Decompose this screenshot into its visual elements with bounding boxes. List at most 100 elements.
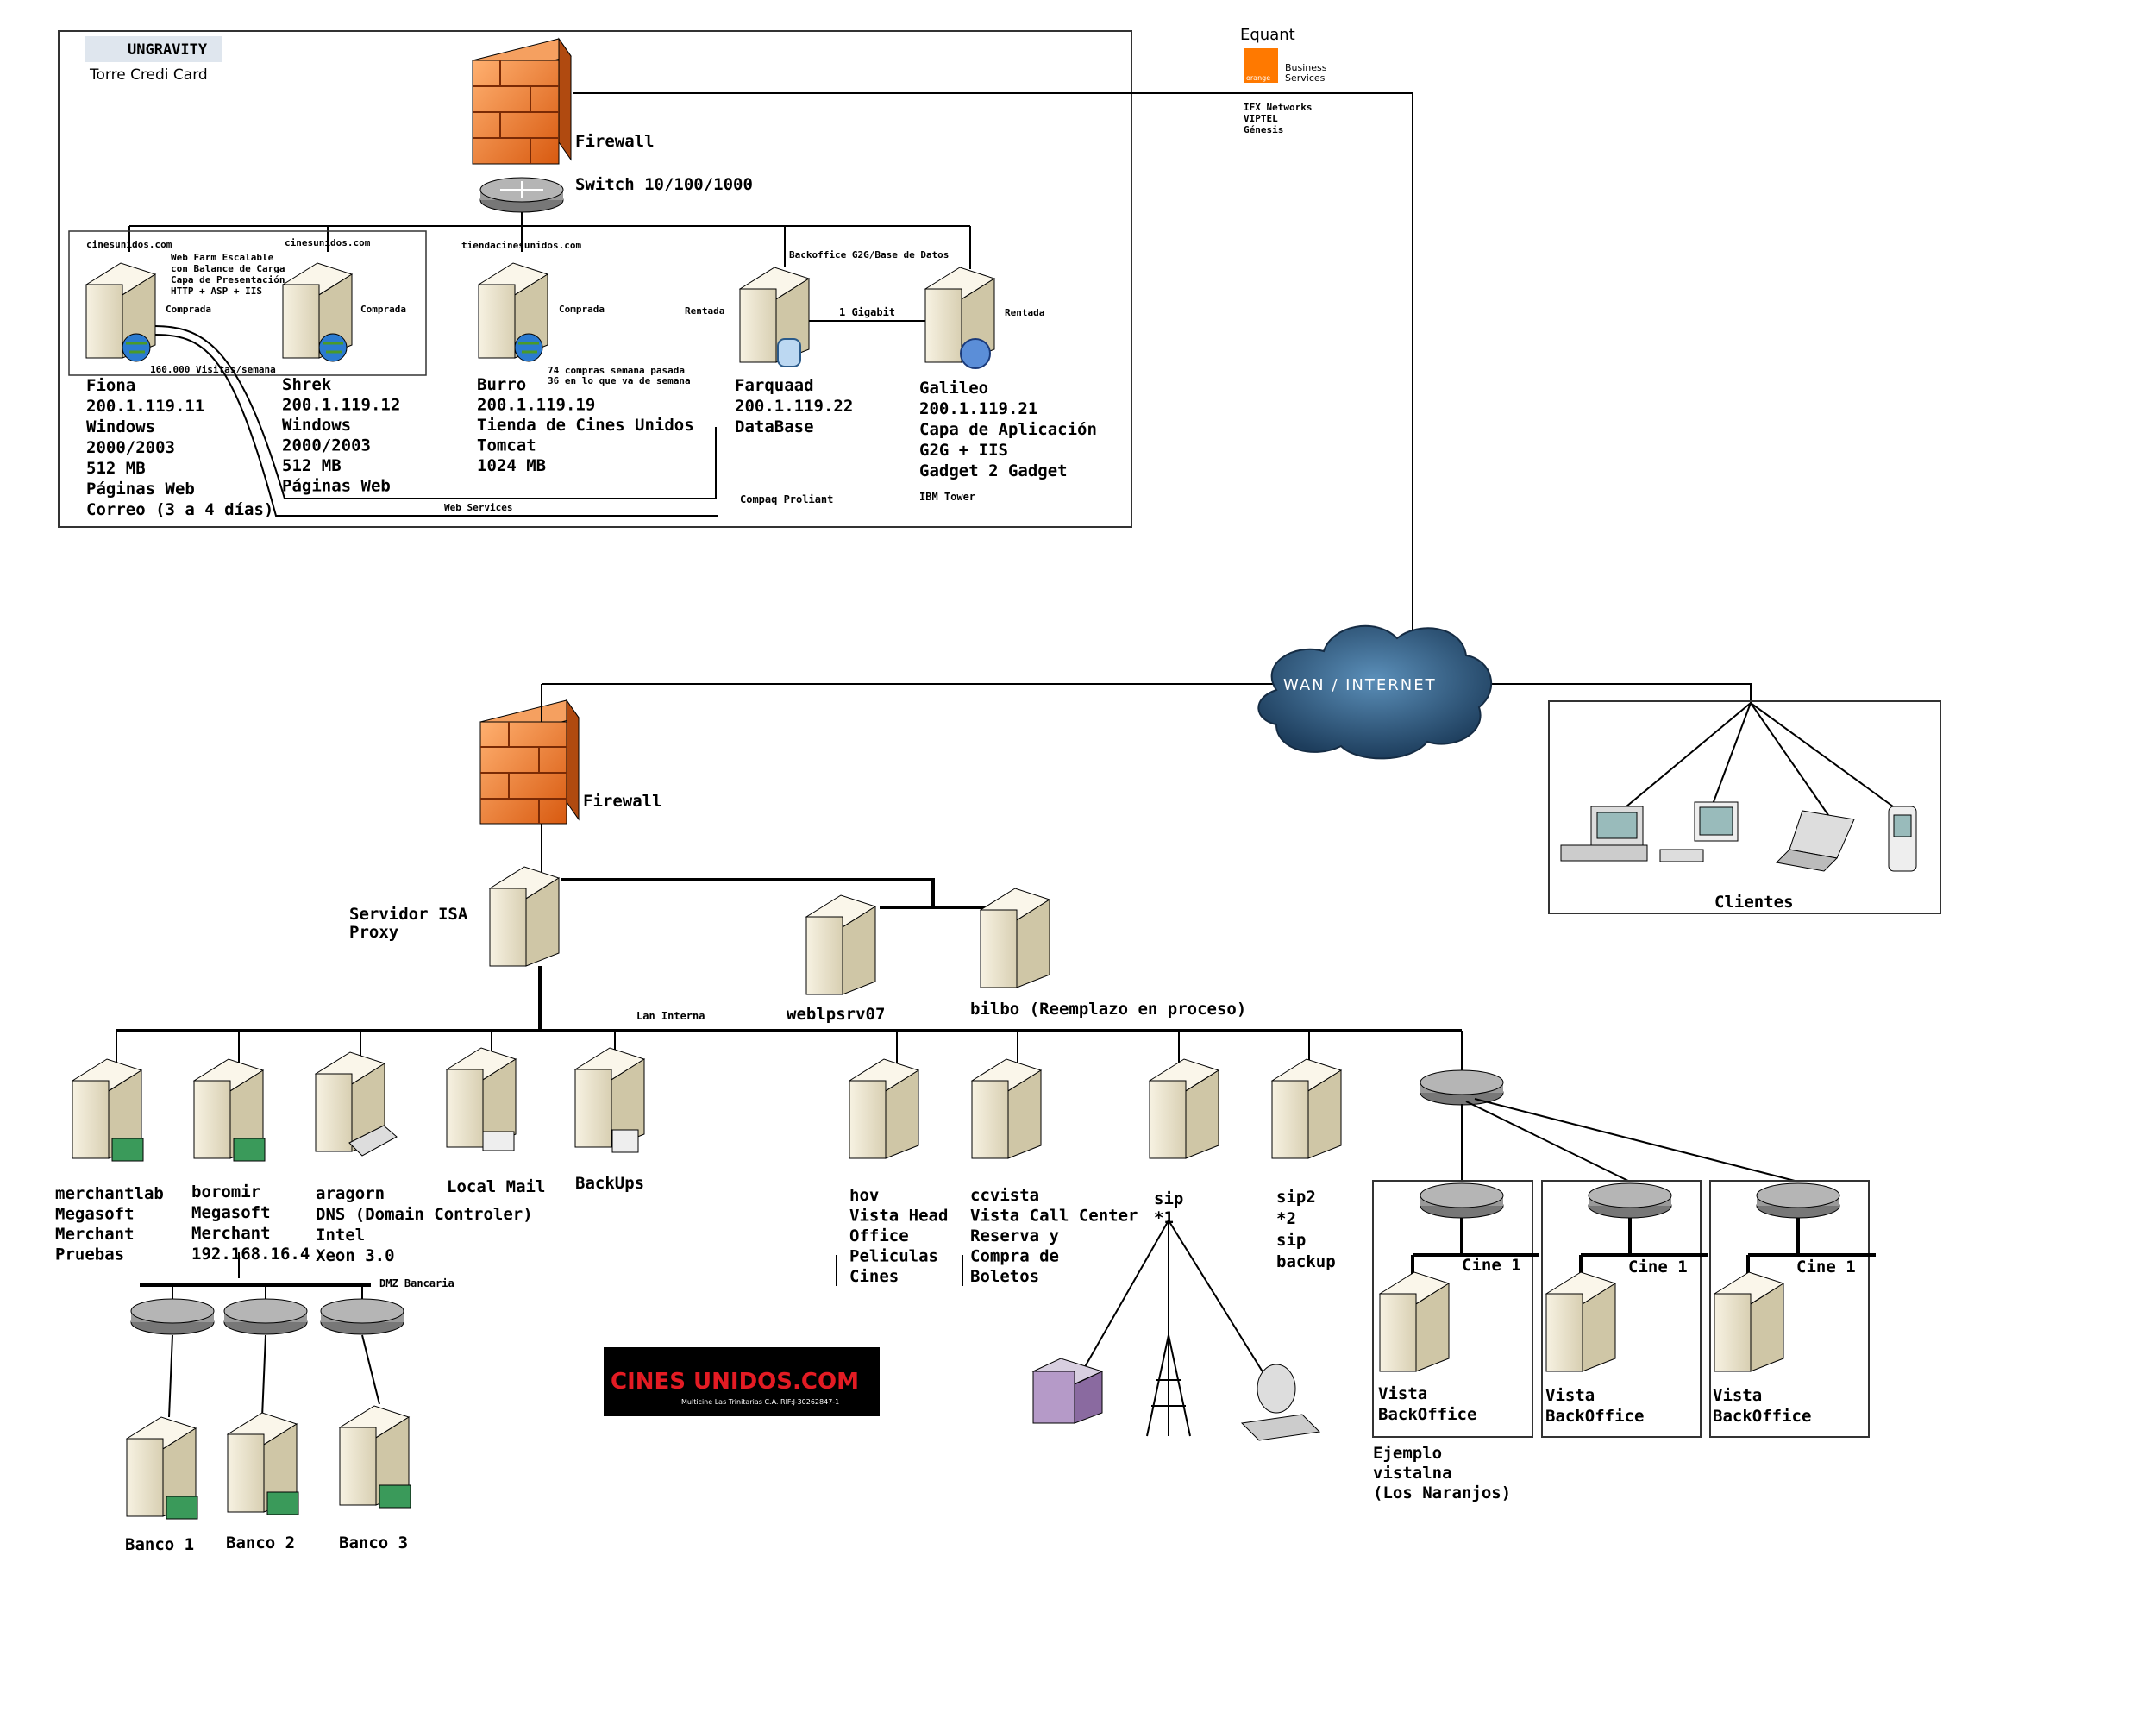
top-bus xyxy=(128,212,971,269)
server-weblpsrv07 xyxy=(805,894,877,995)
site-name: Torre Credi Card xyxy=(89,66,208,84)
text-bars xyxy=(836,1255,963,1286)
banco1-label: Banco 1 xyxy=(125,1535,194,1554)
router-icon xyxy=(1420,1070,1504,1106)
visits-label: 160.000 Visitas/semana xyxy=(150,364,276,375)
server-aragorn xyxy=(314,1051,398,1157)
clients-frame xyxy=(1548,700,1941,914)
card-icon xyxy=(111,1138,144,1162)
cine-buses xyxy=(1411,1218,1876,1274)
lan-drops xyxy=(116,1031,1463,1065)
server-bilbo xyxy=(979,888,1051,988)
server-hov xyxy=(848,1058,920,1159)
shrek-tag: Comprada xyxy=(360,304,406,315)
server-sip2 xyxy=(1270,1058,1343,1159)
isa-to-web xyxy=(561,878,985,909)
provider-name: Equant xyxy=(1240,26,1295,44)
orange-word: orange xyxy=(1246,74,1270,82)
galileo-tag: Rentada xyxy=(1005,307,1044,318)
wan-label: WAN / INTERNET xyxy=(1283,676,1437,694)
cine-frame xyxy=(1541,1180,1702,1438)
fiona-domain: cinesunidos.com xyxy=(86,239,172,250)
laptop-icon xyxy=(1775,810,1855,872)
card-icon xyxy=(266,1491,299,1515)
burro-domain: tiendacinesunidos.com xyxy=(461,240,581,251)
ibm-label: IBM Tower xyxy=(919,491,975,503)
server-banco3 xyxy=(338,1405,411,1509)
antenna-icon xyxy=(1146,1334,1191,1437)
server-shrek xyxy=(281,262,354,362)
sip-links xyxy=(1081,1220,1269,1381)
server-banco1 xyxy=(125,1416,198,1520)
bilbo-label: bilbo (Reemplazo en proceso) xyxy=(970,1000,1246,1019)
server-galileo xyxy=(924,267,996,369)
weblpsrv07-label: weblpsrv07 xyxy=(787,1005,885,1024)
cine2-label: Cine 1 xyxy=(1628,1258,1688,1276)
server-boromir xyxy=(192,1058,266,1162)
wan-uplink xyxy=(573,92,1413,630)
server-local-mail xyxy=(445,1047,517,1151)
shrek-domain: cinesunidos.com xyxy=(285,237,371,248)
switch-icon xyxy=(479,177,564,213)
router-icon xyxy=(1588,1182,1672,1219)
banco3-label: Banco 3 xyxy=(339,1534,408,1552)
card-icon xyxy=(166,1496,198,1520)
router-icon xyxy=(130,1298,215,1335)
desktop-icon xyxy=(1560,806,1648,862)
router-icon xyxy=(223,1298,308,1335)
router-icon xyxy=(320,1298,404,1335)
phone-icon xyxy=(1888,806,1917,872)
pbx-icon xyxy=(1031,1358,1104,1424)
backup-icon xyxy=(611,1129,639,1153)
server-sip xyxy=(1148,1058,1220,1159)
logo-text: UNGRAVITY xyxy=(128,41,208,59)
dmz-links xyxy=(168,1285,380,1418)
server-backups xyxy=(573,1047,646,1153)
firewall-icon xyxy=(472,37,572,165)
client-links xyxy=(1620,702,1894,816)
satellite-dish-icon xyxy=(1240,1364,1321,1441)
server-fiona xyxy=(85,262,157,362)
server-burro xyxy=(477,262,549,362)
keyboard-icon xyxy=(348,1125,398,1157)
dmz-label: DMZ Bancaria xyxy=(379,1277,454,1289)
cine-links xyxy=(1461,1065,1799,1182)
cines-logo-text: CINES UNIDOS.COM xyxy=(611,1369,859,1395)
backoffice-note: Backoffice G2G/Base de Datos xyxy=(789,249,949,260)
local-mail-label: Local Mail xyxy=(447,1177,545,1196)
top-site-frame xyxy=(58,30,1132,528)
cine-frame xyxy=(1372,1180,1533,1438)
router-icon xyxy=(1420,1182,1504,1219)
server-ccvista xyxy=(970,1058,1043,1159)
ungravity-logo xyxy=(85,36,222,62)
web-services-line xyxy=(154,325,718,517)
server-cine-b xyxy=(1545,1271,1617,1372)
cine1-label: Cine 1 xyxy=(1462,1256,1521,1275)
server-farquaad xyxy=(738,267,811,367)
server-isa xyxy=(488,866,561,967)
firewall-icon xyxy=(479,699,580,825)
globe-icon xyxy=(960,338,991,369)
orange-logo xyxy=(1244,48,1278,83)
firewall2-label: Firewall xyxy=(583,792,662,811)
gigabit-label: 1 Gigabit xyxy=(839,306,895,318)
monitor-icon xyxy=(1659,801,1739,862)
cine3-label: Cine 1 xyxy=(1796,1258,1856,1276)
server-cine-a xyxy=(1378,1271,1451,1372)
